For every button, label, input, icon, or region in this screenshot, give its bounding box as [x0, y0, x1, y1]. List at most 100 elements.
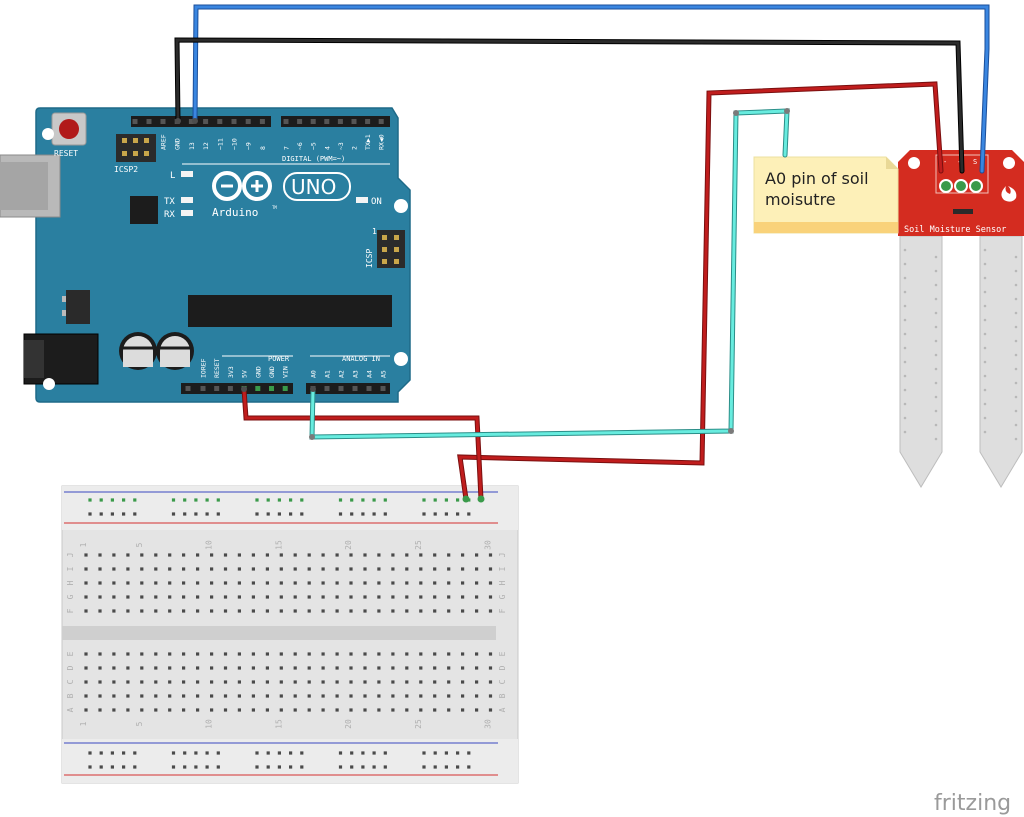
wire-red-5v[interactable] — [241, 386, 484, 502]
power-pin-label: IOREF — [200, 358, 208, 378]
breadboard-hole — [237, 708, 241, 712]
breadboard-hole — [237, 609, 241, 613]
breadboard-hole — [154, 581, 158, 585]
power-label: POWER — [268, 355, 290, 363]
breadboard-hole — [84, 609, 88, 613]
note-line-1: A0 pin of soil — [765, 169, 869, 188]
breadboard-hole — [112, 708, 116, 712]
breadboard-hole — [168, 553, 172, 557]
rail-hole — [205, 512, 209, 516]
rail-hole — [433, 512, 437, 516]
breadboard-hole — [307, 581, 311, 585]
breadboard-hole — [112, 680, 116, 684]
breadboard-hole — [140, 680, 144, 684]
breadboard-hole — [377, 609, 381, 613]
rail-hole — [122, 512, 126, 516]
rail-hole — [255, 512, 259, 516]
rail-hole — [300, 498, 304, 502]
rail-hole — [467, 765, 471, 769]
voltage-regulator — [66, 290, 90, 324]
breadboard-hole — [447, 581, 451, 585]
breadboard-hole — [210, 595, 214, 599]
digital-pin-label: ~5 — [310, 142, 318, 150]
breadboard-hole — [98, 581, 102, 585]
rail-hole — [383, 498, 387, 502]
breadboard-hole — [405, 666, 409, 670]
breadboard-hole — [307, 694, 311, 698]
breadboard-hole — [475, 553, 479, 557]
breadboard-hole — [237, 694, 241, 698]
icsp-pin1-label: 1 — [372, 227, 377, 236]
sparkfun-flame-icon — [1001, 186, 1017, 202]
breadboard-hole — [405, 553, 409, 557]
row-letter-label: C — [498, 679, 507, 684]
breadboard-hole — [405, 680, 409, 684]
rail-hole — [88, 751, 92, 755]
breadboard-hole — [168, 567, 172, 571]
breadboard-hole — [98, 708, 102, 712]
breadboard-hole — [140, 694, 144, 698]
breadboard-hole — [154, 708, 158, 712]
capacitor-1 — [119, 332, 157, 370]
prong-dot — [983, 276, 987, 280]
header-socket — [200, 386, 206, 391]
rail-hole — [277, 512, 281, 516]
column-number-label: 25 — [414, 719, 423, 729]
breadboard-hole — [335, 708, 339, 712]
breadboard-hole — [461, 567, 465, 571]
breadboard-hole — [140, 553, 144, 557]
rail-hole — [205, 751, 209, 755]
note-line-2: moisutre — [765, 190, 836, 209]
rail-hole — [255, 498, 259, 502]
breadboard-hole — [475, 567, 479, 571]
digital-pin-label: AREF — [160, 134, 168, 150]
breadboard-hole — [475, 708, 479, 712]
breadboard-hole — [321, 666, 325, 670]
breadboard-hole — [279, 567, 283, 571]
breadboard-hole — [461, 581, 465, 585]
breadboard-hole — [321, 553, 325, 557]
rail-hole — [171, 751, 176, 755]
breadboard-hole — [321, 581, 325, 585]
breadboard-hole — [196, 581, 200, 585]
breadboard-hole — [349, 581, 353, 585]
column-number-label: 30 — [484, 719, 493, 729]
breadboard-hole — [293, 694, 297, 698]
prong-dot — [1014, 339, 1018, 343]
breadboard-hole — [223, 666, 228, 670]
rail-hole — [277, 765, 281, 769]
rail-hole — [289, 498, 293, 502]
digital-pin-label: 4 — [323, 146, 331, 150]
breadboard-hole — [140, 652, 144, 656]
breadboard-hole — [210, 666, 214, 670]
breadboard-hole — [321, 609, 325, 613]
rail-hole — [133, 512, 137, 516]
wire-red-sensor-power[interactable] — [457, 81, 944, 502]
breadboard-hole — [279, 581, 283, 585]
breadboard-hole — [447, 652, 451, 656]
breadboard-hole — [251, 680, 255, 684]
breadboard-hole — [210, 680, 214, 684]
digital-pin-label: 12 — [202, 142, 210, 150]
rail-hole — [433, 751, 437, 755]
breadboard-hole — [251, 595, 255, 599]
breadboard-hole — [433, 553, 437, 557]
rail-hole — [361, 498, 365, 502]
breadboard-hole — [307, 609, 311, 613]
breadboard-hole — [265, 595, 269, 599]
breadboard-hole — [391, 595, 395, 599]
fritzing-watermark: fritzing — [934, 791, 1011, 816]
row-letter-label: D — [498, 665, 507, 670]
breadboard-hole — [321, 694, 325, 698]
breadboard-hole — [335, 609, 339, 613]
breadboard-hole — [182, 609, 186, 613]
breadboard-hole — [461, 595, 465, 599]
rail-hole — [372, 765, 376, 769]
rail-hole — [205, 765, 209, 769]
prong-dot — [1014, 353, 1018, 357]
led-on-label: ON — [371, 197, 382, 207]
breadboard-hole — [168, 680, 172, 684]
breadboard-hole — [251, 666, 255, 670]
rail-hole — [383, 751, 387, 755]
